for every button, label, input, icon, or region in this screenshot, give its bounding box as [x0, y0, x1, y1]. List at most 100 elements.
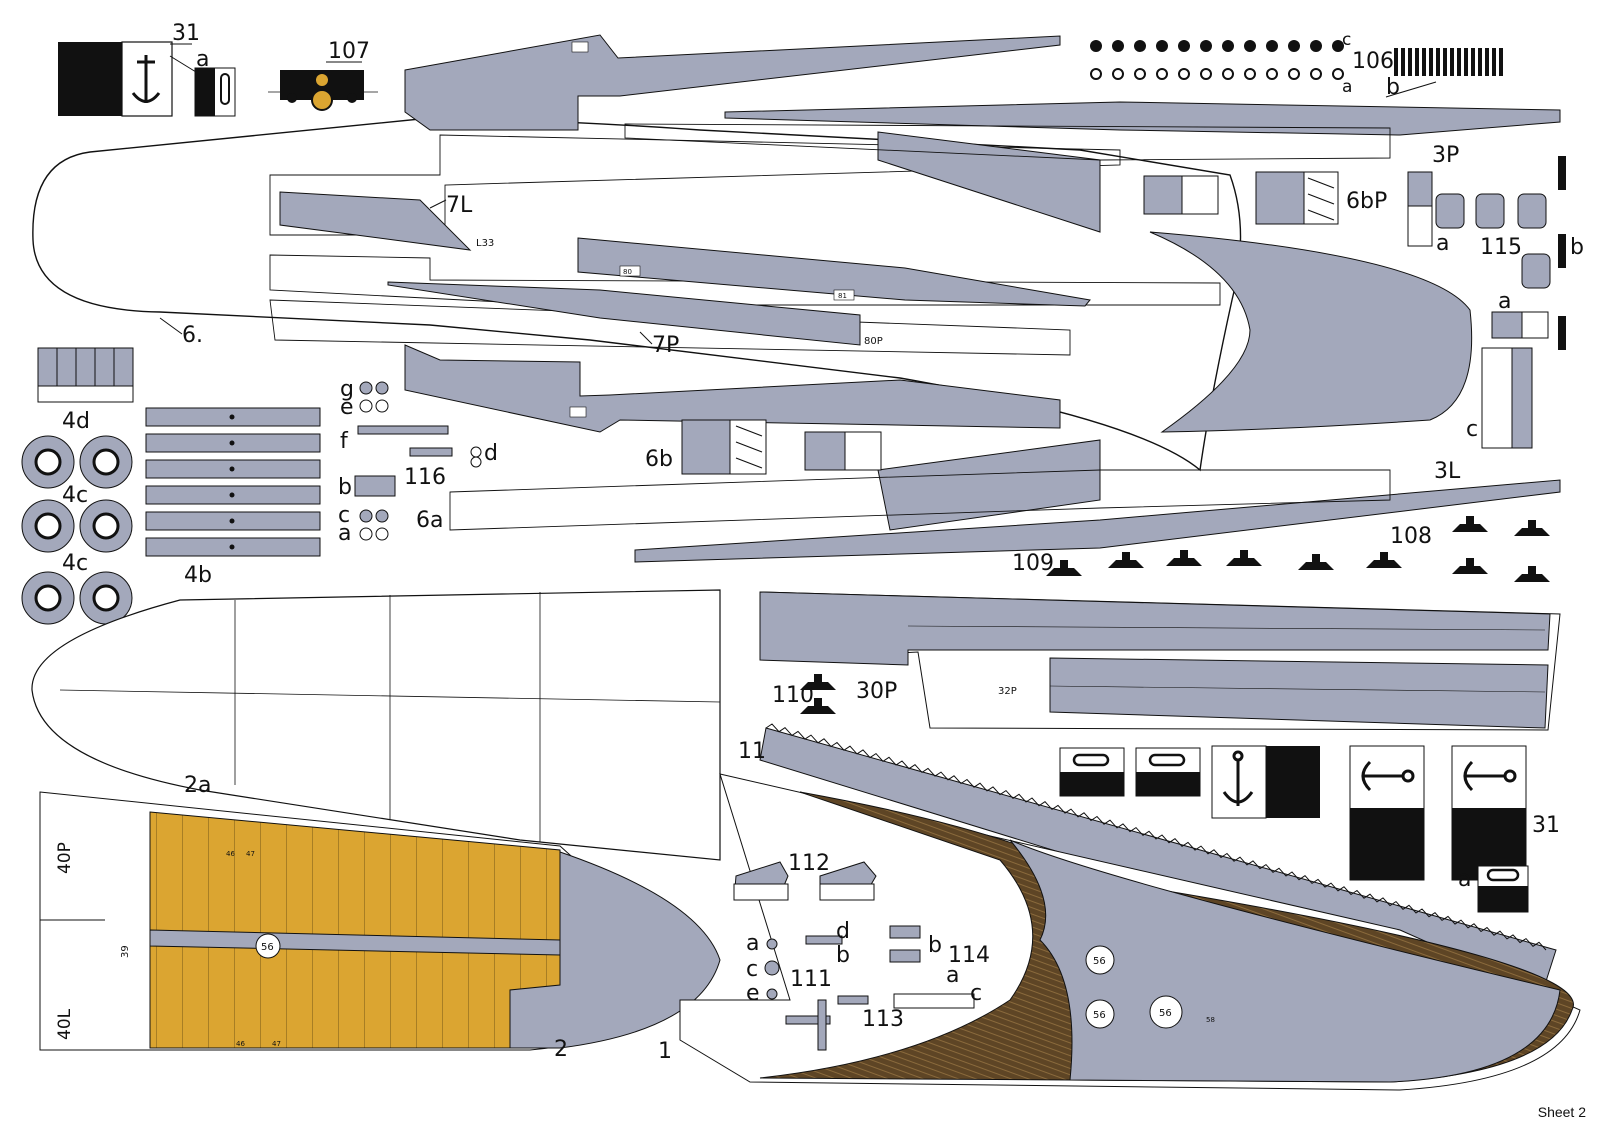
ladder-rung [1499, 48, 1503, 76]
dot-filled [1310, 40, 1322, 52]
dot-hollow [1222, 68, 1234, 80]
ladder-rung [1408, 48, 1412, 76]
label-2a: 2a [184, 773, 211, 798]
label-31a: a [196, 47, 209, 72]
label-4d: 4d [62, 409, 90, 434]
tag-47a: 47 [246, 850, 255, 858]
gear-part [1521, 253, 1551, 289]
label-115: 115 [1480, 235, 1522, 260]
label-7P: 7P [652, 333, 679, 358]
ladder-rung [1436, 48, 1440, 76]
bracket-part [1366, 552, 1402, 568]
part-113 [785, 995, 869, 1051]
label-116b: b [338, 475, 352, 500]
label-31: 31 [172, 21, 200, 46]
label-116: 116 [404, 465, 446, 490]
part-108-109-brackets [800, 516, 1550, 714]
bracket-part [1108, 552, 1144, 568]
strip-hole [229, 440, 235, 446]
ring-hole [92, 584, 120, 612]
strip-hole [229, 518, 235, 524]
part-31-plates [1059, 745, 1529, 913]
label-114b: b [928, 933, 942, 958]
label-116g: g [340, 377, 354, 402]
bracket-part [800, 698, 836, 714]
label-39: 39 [120, 945, 131, 958]
anchor-icon [1222, 750, 1254, 806]
part-1-forecastle [679, 773, 1581, 1091]
anchor-icon [1361, 760, 1517, 792]
label-80P: 80P [864, 336, 883, 347]
part-2a-hull-bottom [31, 589, 721, 861]
label-107: 107 [328, 39, 370, 64]
ladder-rung [1415, 48, 1419, 76]
label-110: 110 [772, 683, 814, 708]
label-109: 109 [1012, 551, 1054, 576]
label-2: 2 [554, 1037, 568, 1062]
dot-hollow [1178, 68, 1190, 80]
strip-hole [229, 492, 235, 498]
label-56-3: 56 [1159, 1008, 1172, 1019]
label-6a: 6a [416, 508, 443, 533]
part-114 [889, 925, 975, 1009]
bracket-part [1166, 550, 1202, 566]
label-111d: d [836, 919, 850, 944]
gear-part [1517, 193, 1547, 229]
strip-hole [229, 466, 235, 472]
strip-hole [229, 544, 235, 550]
part-31-flag [58, 41, 173, 117]
label-111: 111 [790, 967, 832, 992]
label-111b: b [836, 943, 850, 968]
part-4c-rings [21, 435, 133, 625]
dot-filled [1288, 40, 1300, 52]
label-114a: a [946, 963, 959, 988]
ladder-rung [1478, 48, 1482, 76]
part-30P-strip [759, 591, 1561, 731]
label-L33: L33 [476, 238, 494, 249]
part-6-hull [32, 34, 1561, 563]
dot-hollow [1288, 68, 1300, 80]
label-114c: c [970, 981, 982, 1006]
dot-filled [1156, 40, 1168, 52]
dot-hollow [1112, 68, 1124, 80]
label-4c-2: 4c [62, 551, 88, 576]
label-111a: a [746, 931, 759, 956]
label-6b: 6b [645, 447, 673, 472]
part-6bP [1143, 171, 1339, 225]
label-56-1: 56 [1093, 956, 1106, 967]
part-111 [764, 935, 843, 1000]
dot-hollow [1156, 68, 1168, 80]
label-116c: c [338, 503, 350, 528]
tag-80: 80 [623, 268, 632, 276]
label-116a: a [338, 521, 351, 546]
dot-hollow [1244, 68, 1256, 80]
label-113: 113 [862, 1007, 904, 1032]
dot-hollow [1332, 68, 1344, 80]
label-4c-1: 4c [62, 483, 88, 508]
label-40L: 40L [55, 1008, 75, 1040]
sheet-label: Sheet 2 [1537, 1104, 1586, 1120]
dot-filled [1090, 40, 1102, 52]
bracket-part [1226, 550, 1262, 566]
label-31b: 31 [1532, 813, 1560, 838]
label-4b: 4b [184, 563, 212, 588]
label-111c: c [746, 957, 758, 982]
gear-part [1475, 193, 1505, 229]
dot-hollow [1090, 68, 1102, 80]
ladder-rung [1450, 48, 1454, 76]
dot-hollow [1310, 68, 1322, 80]
dot-filled [1244, 40, 1256, 52]
label-115c: c [1466, 417, 1478, 442]
label-3L: 3L [1434, 459, 1461, 484]
part-4b-strips [145, 407, 321, 557]
ring-hole [34, 448, 62, 476]
part-115 [1407, 156, 1566, 449]
ladder-rung [1471, 48, 1475, 76]
label-6: 6. [182, 323, 203, 348]
tag-47b: 47 [272, 1040, 281, 1048]
label-112: 112 [788, 851, 830, 876]
bracket-part [1452, 516, 1488, 532]
label-11: 11 [738, 739, 766, 764]
part-31a-chock [194, 67, 236, 117]
